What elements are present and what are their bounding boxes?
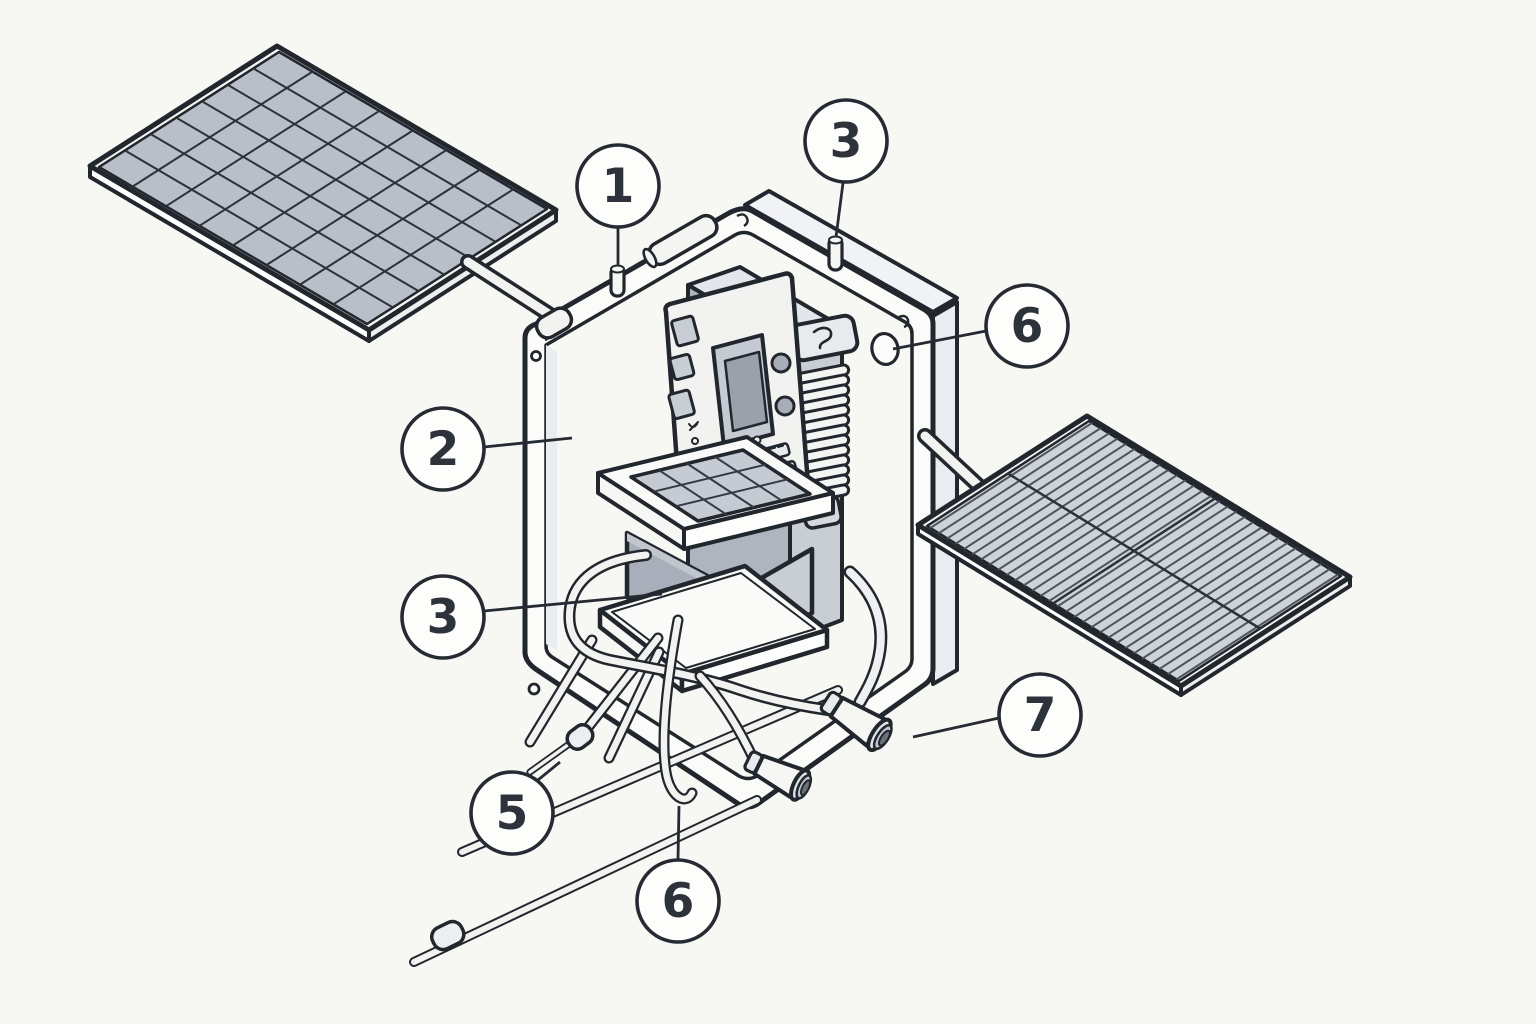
left-panel-grid xyxy=(124,67,522,309)
callout-circle xyxy=(635,858,721,944)
leader-line xyxy=(892,329,987,351)
frame-depth-right xyxy=(931,300,959,686)
board-button xyxy=(667,388,696,420)
round-button xyxy=(770,352,792,374)
probe-rod xyxy=(526,632,664,776)
callouts: 1 3 6 2 3 5 6 xyxy=(400,98,1083,944)
callout-3-left: 3 xyxy=(400,574,663,660)
callout-label: 7 xyxy=(1024,688,1057,743)
leader-line xyxy=(834,182,845,238)
leader-line xyxy=(483,436,573,449)
right-solar-panel xyxy=(915,413,1353,697)
coil-cap-glyph xyxy=(812,326,833,350)
callout-7: 7 xyxy=(912,672,1083,758)
board-button xyxy=(668,352,696,382)
frame-outer-outline xyxy=(522,206,936,810)
undercarriage xyxy=(409,549,843,967)
callout-circle xyxy=(469,770,555,856)
frame-inner-wall xyxy=(546,345,557,650)
support-leg xyxy=(524,634,598,748)
tray-pad xyxy=(629,448,812,523)
callout-label: 3 xyxy=(830,114,863,169)
frame-hook xyxy=(736,213,749,228)
callout-label: 1 xyxy=(602,159,635,214)
callout-5: 5 xyxy=(469,760,561,856)
boom-tube-2 xyxy=(409,795,762,967)
power-cable-loop xyxy=(563,549,834,716)
callout-label: 6 xyxy=(1011,299,1044,354)
board-glyphs xyxy=(688,421,790,468)
frame-mount-hole xyxy=(870,331,900,367)
round-button xyxy=(774,395,796,417)
rod-collar xyxy=(565,723,595,751)
leader-line xyxy=(483,592,663,613)
left-panel-strut xyxy=(460,254,566,328)
callout-circle xyxy=(997,672,1083,758)
callout-label: 3 xyxy=(427,590,460,645)
screw xyxy=(691,437,699,445)
callout-circle xyxy=(575,143,661,229)
frame-screw-hole xyxy=(530,350,542,362)
display-screen-inner xyxy=(723,350,769,433)
callout-6-bottom: 6 xyxy=(635,805,721,944)
antenna-pin-1 xyxy=(609,264,626,298)
callout-6-top: 6 xyxy=(892,283,1070,369)
leader-line xyxy=(912,716,1000,739)
thruster-nozzle-right xyxy=(819,690,893,753)
callout-circle xyxy=(984,283,1070,369)
antenna-pin-3 xyxy=(827,235,844,272)
right-panel-seams xyxy=(1007,472,1261,630)
leader-line xyxy=(537,760,561,782)
callout-2: 2 xyxy=(400,406,573,492)
feed-cable xyxy=(694,670,761,768)
frame-screw-hole xyxy=(527,682,541,696)
left-solar-panel xyxy=(87,43,566,343)
callout-circle xyxy=(400,574,486,660)
hook-cable xyxy=(658,614,698,805)
callout-label: 2 xyxy=(427,422,460,477)
strut-hinge xyxy=(534,306,574,340)
right-panel-strut xyxy=(917,428,990,497)
callout-circle xyxy=(400,406,486,492)
callout-3-top: 3 xyxy=(803,98,889,238)
frame-inner-outline xyxy=(544,230,914,781)
mounting-tray xyxy=(596,435,835,551)
board-button xyxy=(670,314,700,348)
frame-hook xyxy=(898,314,910,329)
chassis-frame xyxy=(522,189,959,810)
leader-line xyxy=(676,805,681,860)
rail-sleeve-cap xyxy=(642,247,658,269)
tube-collar xyxy=(429,919,466,952)
callout-label: 5 xyxy=(496,786,529,841)
callout-1: 1 xyxy=(575,143,661,265)
callout-label: 6 xyxy=(662,874,695,929)
callout-circle xyxy=(803,98,889,184)
ribbon-cable xyxy=(843,565,888,709)
thruster-nozzle-bottom xyxy=(743,750,813,802)
